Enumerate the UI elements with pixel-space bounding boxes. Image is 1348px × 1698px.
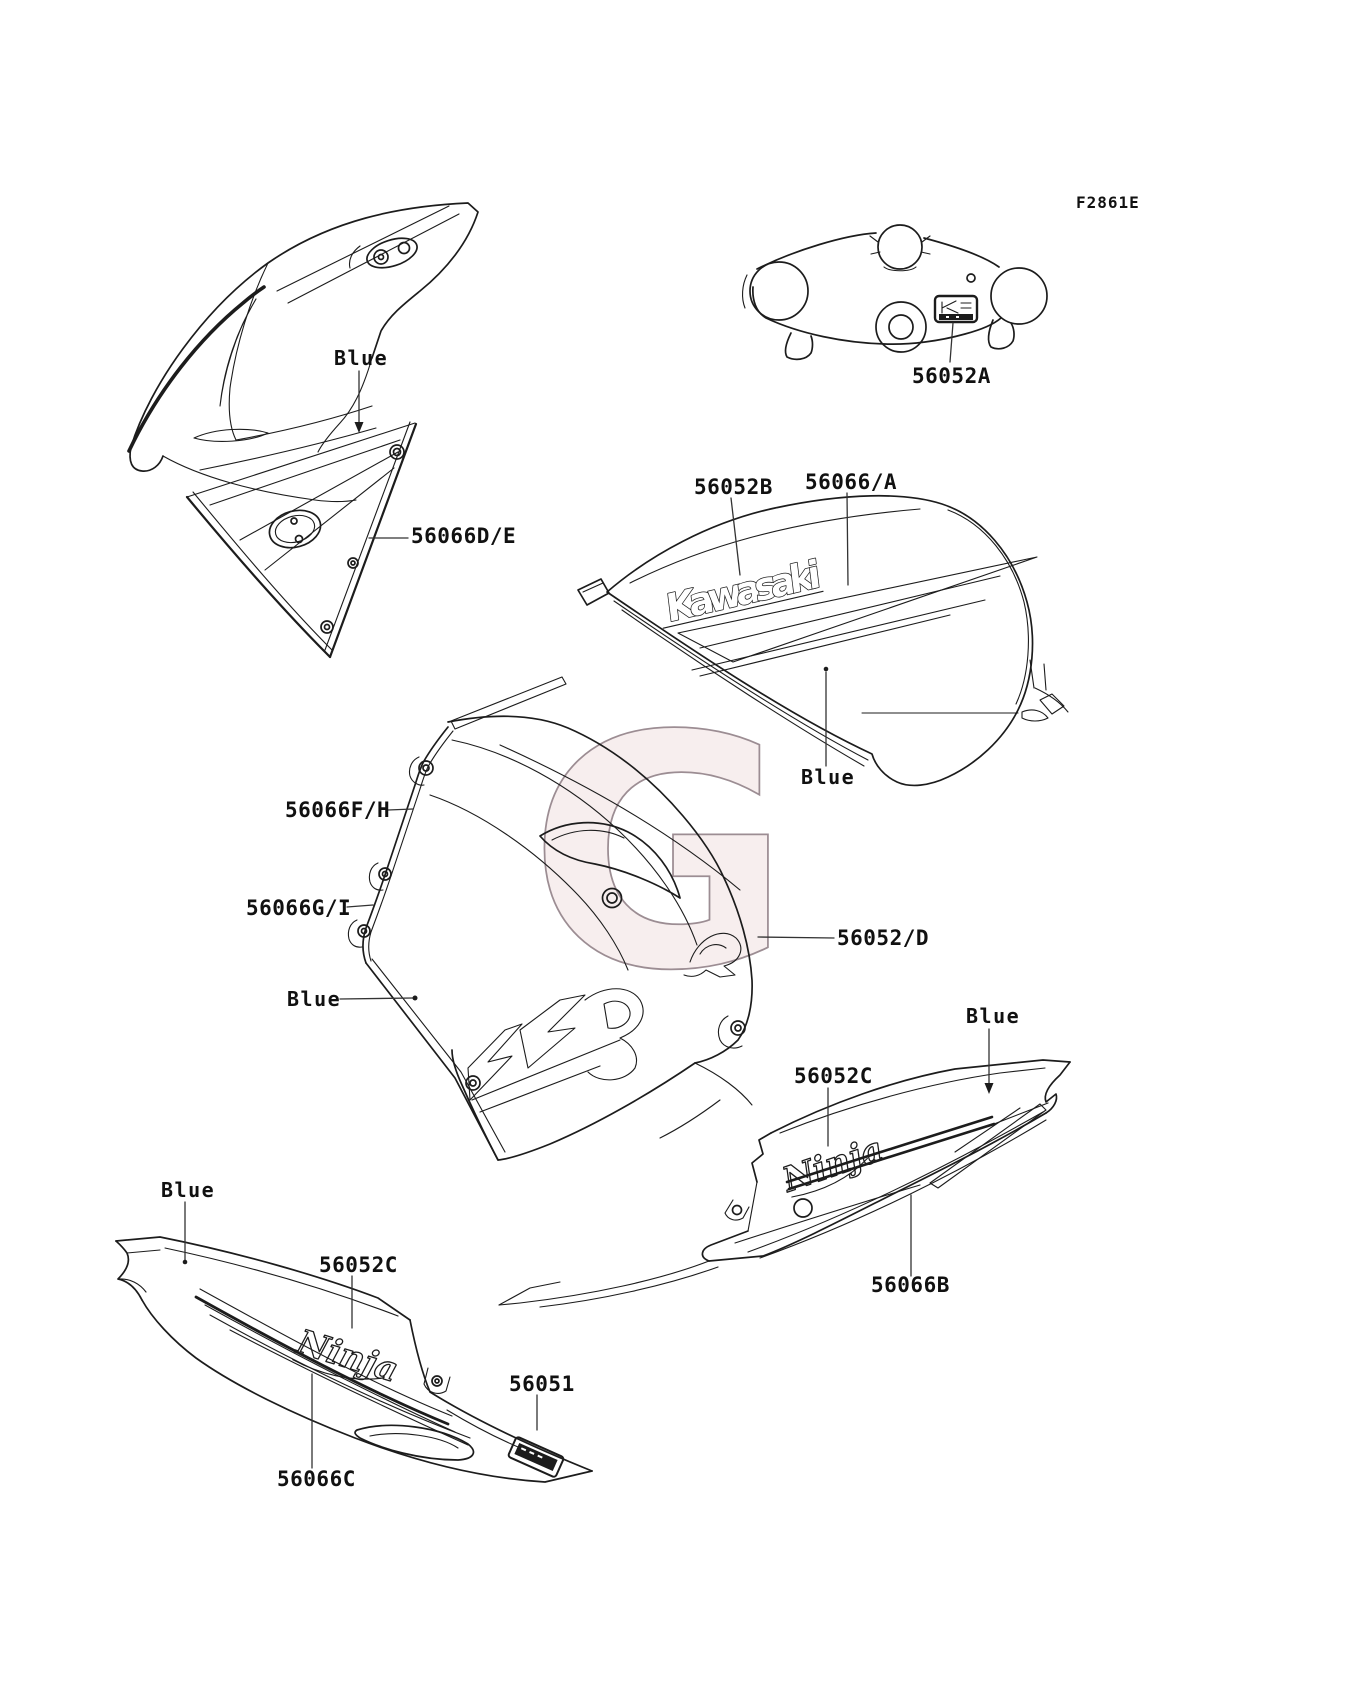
callout-56051: 56051 xyxy=(509,1372,575,1396)
callout-blue-side-fairing: Blue xyxy=(287,987,341,1011)
callout-blue-left-tail: Blue xyxy=(161,1178,215,1202)
ninja-logo-decal-right: Ninja xyxy=(776,1128,889,1201)
callout-56066fh: 56066F/H xyxy=(285,798,390,822)
callout-blue-upper-cowling: Blue xyxy=(334,346,388,370)
ninja-logo-decal-left: Ninja xyxy=(291,1321,403,1391)
cowling-lower-decal-panel xyxy=(185,421,418,659)
cowling-screw-detail xyxy=(348,237,418,269)
steering-stem-head-drawing xyxy=(742,224,1048,361)
ninja-logo-text-right: Ninja xyxy=(777,1129,888,1201)
leader-lines xyxy=(182,322,994,1469)
upper-cowling-drawing xyxy=(127,202,479,659)
warning-label-decal xyxy=(507,1436,565,1478)
callout-56066c: 56066C xyxy=(277,1467,356,1491)
callout-56052b: 56052B xyxy=(694,475,773,499)
callout-56066b: 56066B xyxy=(871,1273,950,1297)
right-tail-stripe-decal xyxy=(734,1102,1049,1259)
callout-56052c-left: 56052C xyxy=(319,1253,398,1277)
figure-code: F2861E xyxy=(1076,193,1140,212)
callout-blue-right-tail: Blue xyxy=(966,1004,1020,1028)
k-mark-decal xyxy=(933,294,979,324)
callout-56052a: 56052A xyxy=(912,364,991,388)
tank-stripe-decal xyxy=(677,556,1038,677)
callout-56052c-right: 56052C xyxy=(794,1064,873,1088)
side-fairing-drawing xyxy=(347,676,753,1161)
callout-56066de: 56066D/E xyxy=(411,524,516,548)
callout-56052d: 56052/D xyxy=(837,926,929,950)
callout-56066gi: 56066G/I xyxy=(246,896,351,920)
zx9r-decal xyxy=(467,932,742,1113)
callout-blue-fuel-tank: Blue xyxy=(801,765,855,789)
callout-56066a: 56066/A xyxy=(805,470,897,494)
right-tail-cover-drawing: Ninja xyxy=(498,1059,1071,1308)
